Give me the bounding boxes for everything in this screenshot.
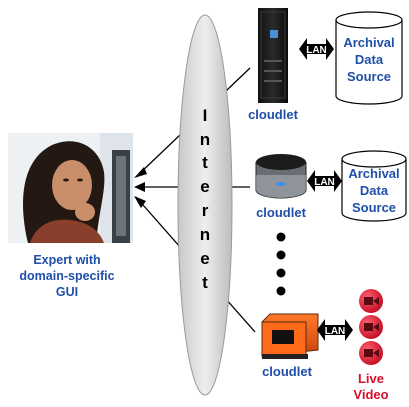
cloudlet-3: cloudlet LAN Live Video [261, 289, 389, 402]
cloudlet-label: cloudlet [256, 205, 307, 220]
expert-label: Expert with domain-specific GUI [19, 253, 114, 299]
video-camera-icon [359, 315, 383, 339]
live-video-label-line-2: Video [353, 387, 388, 402]
video-camera-icon [359, 341, 383, 365]
internet-letter: n [200, 225, 210, 244]
lan-link-3: LAN [317, 319, 353, 341]
lan-link-2: LAN [307, 170, 342, 192]
archival-data-source-2: Archival Data Source [341, 150, 407, 222]
expert-label-line-2: domain-specific [19, 269, 114, 283]
dot-icon [276, 232, 286, 242]
internet-letter: r [202, 201, 209, 220]
internet-letter: n [200, 130, 210, 149]
video-camera-icon [359, 289, 383, 313]
source-label-line-3: Source [352, 200, 396, 215]
arrowhead-icon [134, 182, 145, 192]
internet-letter: t [202, 273, 208, 292]
database-cylinder-icon [335, 11, 403, 105]
cloudlet-2: cloudlet LAN Archival Data Source [255, 150, 407, 222]
live-video-source: Live Video [353, 289, 389, 402]
source-label-line-1: Archival [343, 35, 394, 50]
lan-label: LAN [306, 45, 327, 56]
source-label-line-2: Data [355, 52, 384, 67]
cloudlet-1: cloudlet LAN Archival Data Source [248, 8, 403, 122]
internet-letter: t [202, 153, 208, 172]
more-cloudlets-dots [276, 232, 286, 296]
cylinder-appliance-icon [255, 154, 307, 199]
archival-data-source-1: Archival Data Source [335, 11, 403, 105]
expert-label-line-3: GUI [56, 285, 78, 299]
internet-cloud: I n t e r n e t [177, 14, 233, 396]
cloudlet-label: cloudlet [262, 364, 313, 379]
lan-label: LAN [325, 326, 346, 337]
internet-letter: e [200, 177, 209, 196]
lan-link-1: LAN [299, 38, 334, 60]
live-video-label-line-1: Live [358, 371, 384, 386]
expert-label-line-1: Expert with [33, 253, 100, 267]
source-label-line-1: Archival [348, 166, 399, 181]
dot-icon [276, 268, 286, 278]
arrowhead-icon [134, 167, 147, 178]
cloudlet-label: cloudlet [248, 107, 299, 122]
internet-letter: e [200, 249, 209, 268]
dot-icon [276, 250, 286, 260]
source-label-line-3: Source [347, 69, 391, 84]
rugged-server-icon [261, 313, 319, 359]
lan-label: LAN [314, 177, 335, 188]
expert-photo [8, 133, 133, 243]
dot-icon [276, 286, 286, 296]
arrowheads [134, 167, 147, 208]
database-cylinder-icon [341, 150, 407, 222]
internet-letter: I [203, 106, 208, 125]
rack-server-icon [258, 8, 288, 103]
source-label-line-2: Data [360, 183, 389, 198]
arrowhead-icon [134, 196, 146, 208]
